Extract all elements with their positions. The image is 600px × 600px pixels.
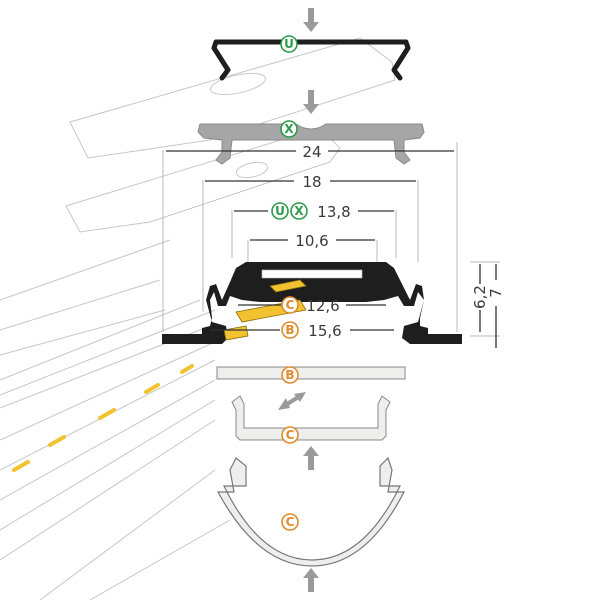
led-strip-dashes	[12, 364, 194, 472]
dim-label-13-8: 13,8	[317, 203, 350, 221]
svg-text:B: B	[285, 368, 294, 382]
badge-x-cover: X	[280, 120, 298, 138]
badge-x-dimension: X	[290, 202, 308, 220]
badge-u-cover: U	[280, 35, 298, 53]
badge-u-dimension: U	[271, 202, 289, 220]
badge-b-diffuser: B	[281, 366, 299, 384]
dim-label-18: 18	[302, 173, 321, 191]
led-strip-tail	[223, 325, 249, 341]
diffuser-b-flat	[216, 366, 406, 380]
dim-label-6-2: 6,2	[471, 285, 489, 309]
main-profile	[162, 262, 462, 344]
svg-text:U: U	[284, 37, 294, 51]
svg-text:B: B	[285, 323, 294, 337]
arrow-down-mid	[303, 90, 319, 114]
dim-label-24: 24	[302, 143, 321, 161]
badge-c-round-diffuser: C	[281, 513, 299, 531]
dimension-lines	[166, 150, 497, 348]
dim-label-7: 7	[487, 288, 505, 298]
led-chip-upper	[269, 279, 307, 293]
background-led-spot	[210, 72, 266, 96]
assembly-arrows	[278, 8, 319, 592]
background-long-lines	[0, 239, 216, 396]
arrow-diagonal-double	[278, 392, 306, 410]
arrow-up-bottom	[303, 568, 319, 592]
background-led-spot-2	[235, 161, 269, 179]
dim-label-10-6: 10,6	[295, 232, 328, 250]
svg-text:C: C	[286, 515, 295, 529]
svg-text:X: X	[294, 204, 304, 218]
dim-label-12-6: 12,6	[306, 297, 339, 315]
diffuser-c-round	[216, 456, 405, 567]
dim-label-15-6: 15,6	[308, 322, 341, 340]
background-cover-outline	[69, 37, 396, 159]
badge-c-clip-diffuser: C	[281, 426, 299, 444]
svg-text:C: C	[286, 428, 295, 442]
arrow-down-top	[303, 8, 319, 32]
extension-lines	[162, 142, 500, 337]
profile-inner-channel	[261, 269, 363, 279]
diffuser-c-clip	[231, 395, 391, 441]
svg-text:C: C	[286, 298, 295, 312]
badge-b-dimension: B	[281, 321, 299, 339]
arrow-up-lower	[303, 446, 319, 470]
background-profile-outline	[0, 299, 231, 600]
cover-u-shape	[211, 39, 411, 81]
svg-text:U: U	[275, 204, 285, 218]
svg-text:X: X	[284, 122, 294, 136]
badge-c-dimension: C	[281, 296, 299, 314]
background-perspective	[0, 37, 396, 600]
cover-x-shape	[197, 123, 425, 165]
